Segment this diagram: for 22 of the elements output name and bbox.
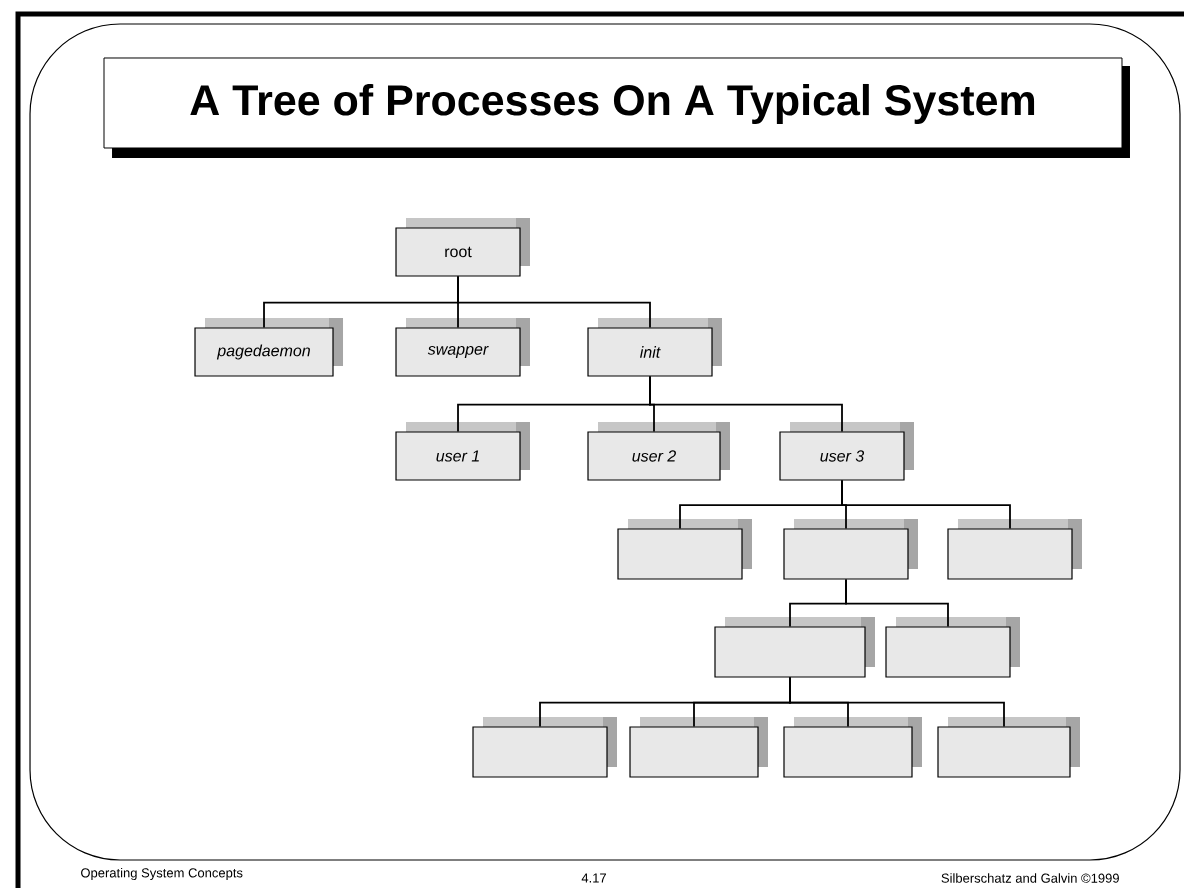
process-box bbox=[937, 717, 1080, 778]
process-box: user 3 bbox=[779, 422, 914, 481]
process-box: user 2 bbox=[587, 422, 730, 481]
process-box bbox=[783, 519, 918, 580]
process-box: user 1 bbox=[395, 422, 530, 481]
process-box bbox=[629, 717, 768, 778]
process-box bbox=[472, 717, 617, 778]
process-box: swapper bbox=[395, 318, 530, 377]
connector-line bbox=[789, 676, 1005, 728]
title-box: A Tree of Processes On A Typical System bbox=[103, 57, 1130, 158]
connector-line bbox=[457, 275, 651, 329]
process-box: init bbox=[587, 318, 722, 377]
process-box bbox=[783, 717, 922, 778]
connector-line bbox=[841, 479, 1011, 530]
process-box bbox=[885, 617, 1020, 678]
process-box bbox=[947, 519, 1082, 580]
process-box: pagedaemon bbox=[194, 318, 343, 377]
process-box bbox=[617, 519, 752, 580]
connector-line bbox=[649, 375, 843, 433]
process-box: root bbox=[395, 218, 530, 277]
process-box bbox=[714, 617, 875, 678]
connector-line bbox=[845, 578, 949, 628]
